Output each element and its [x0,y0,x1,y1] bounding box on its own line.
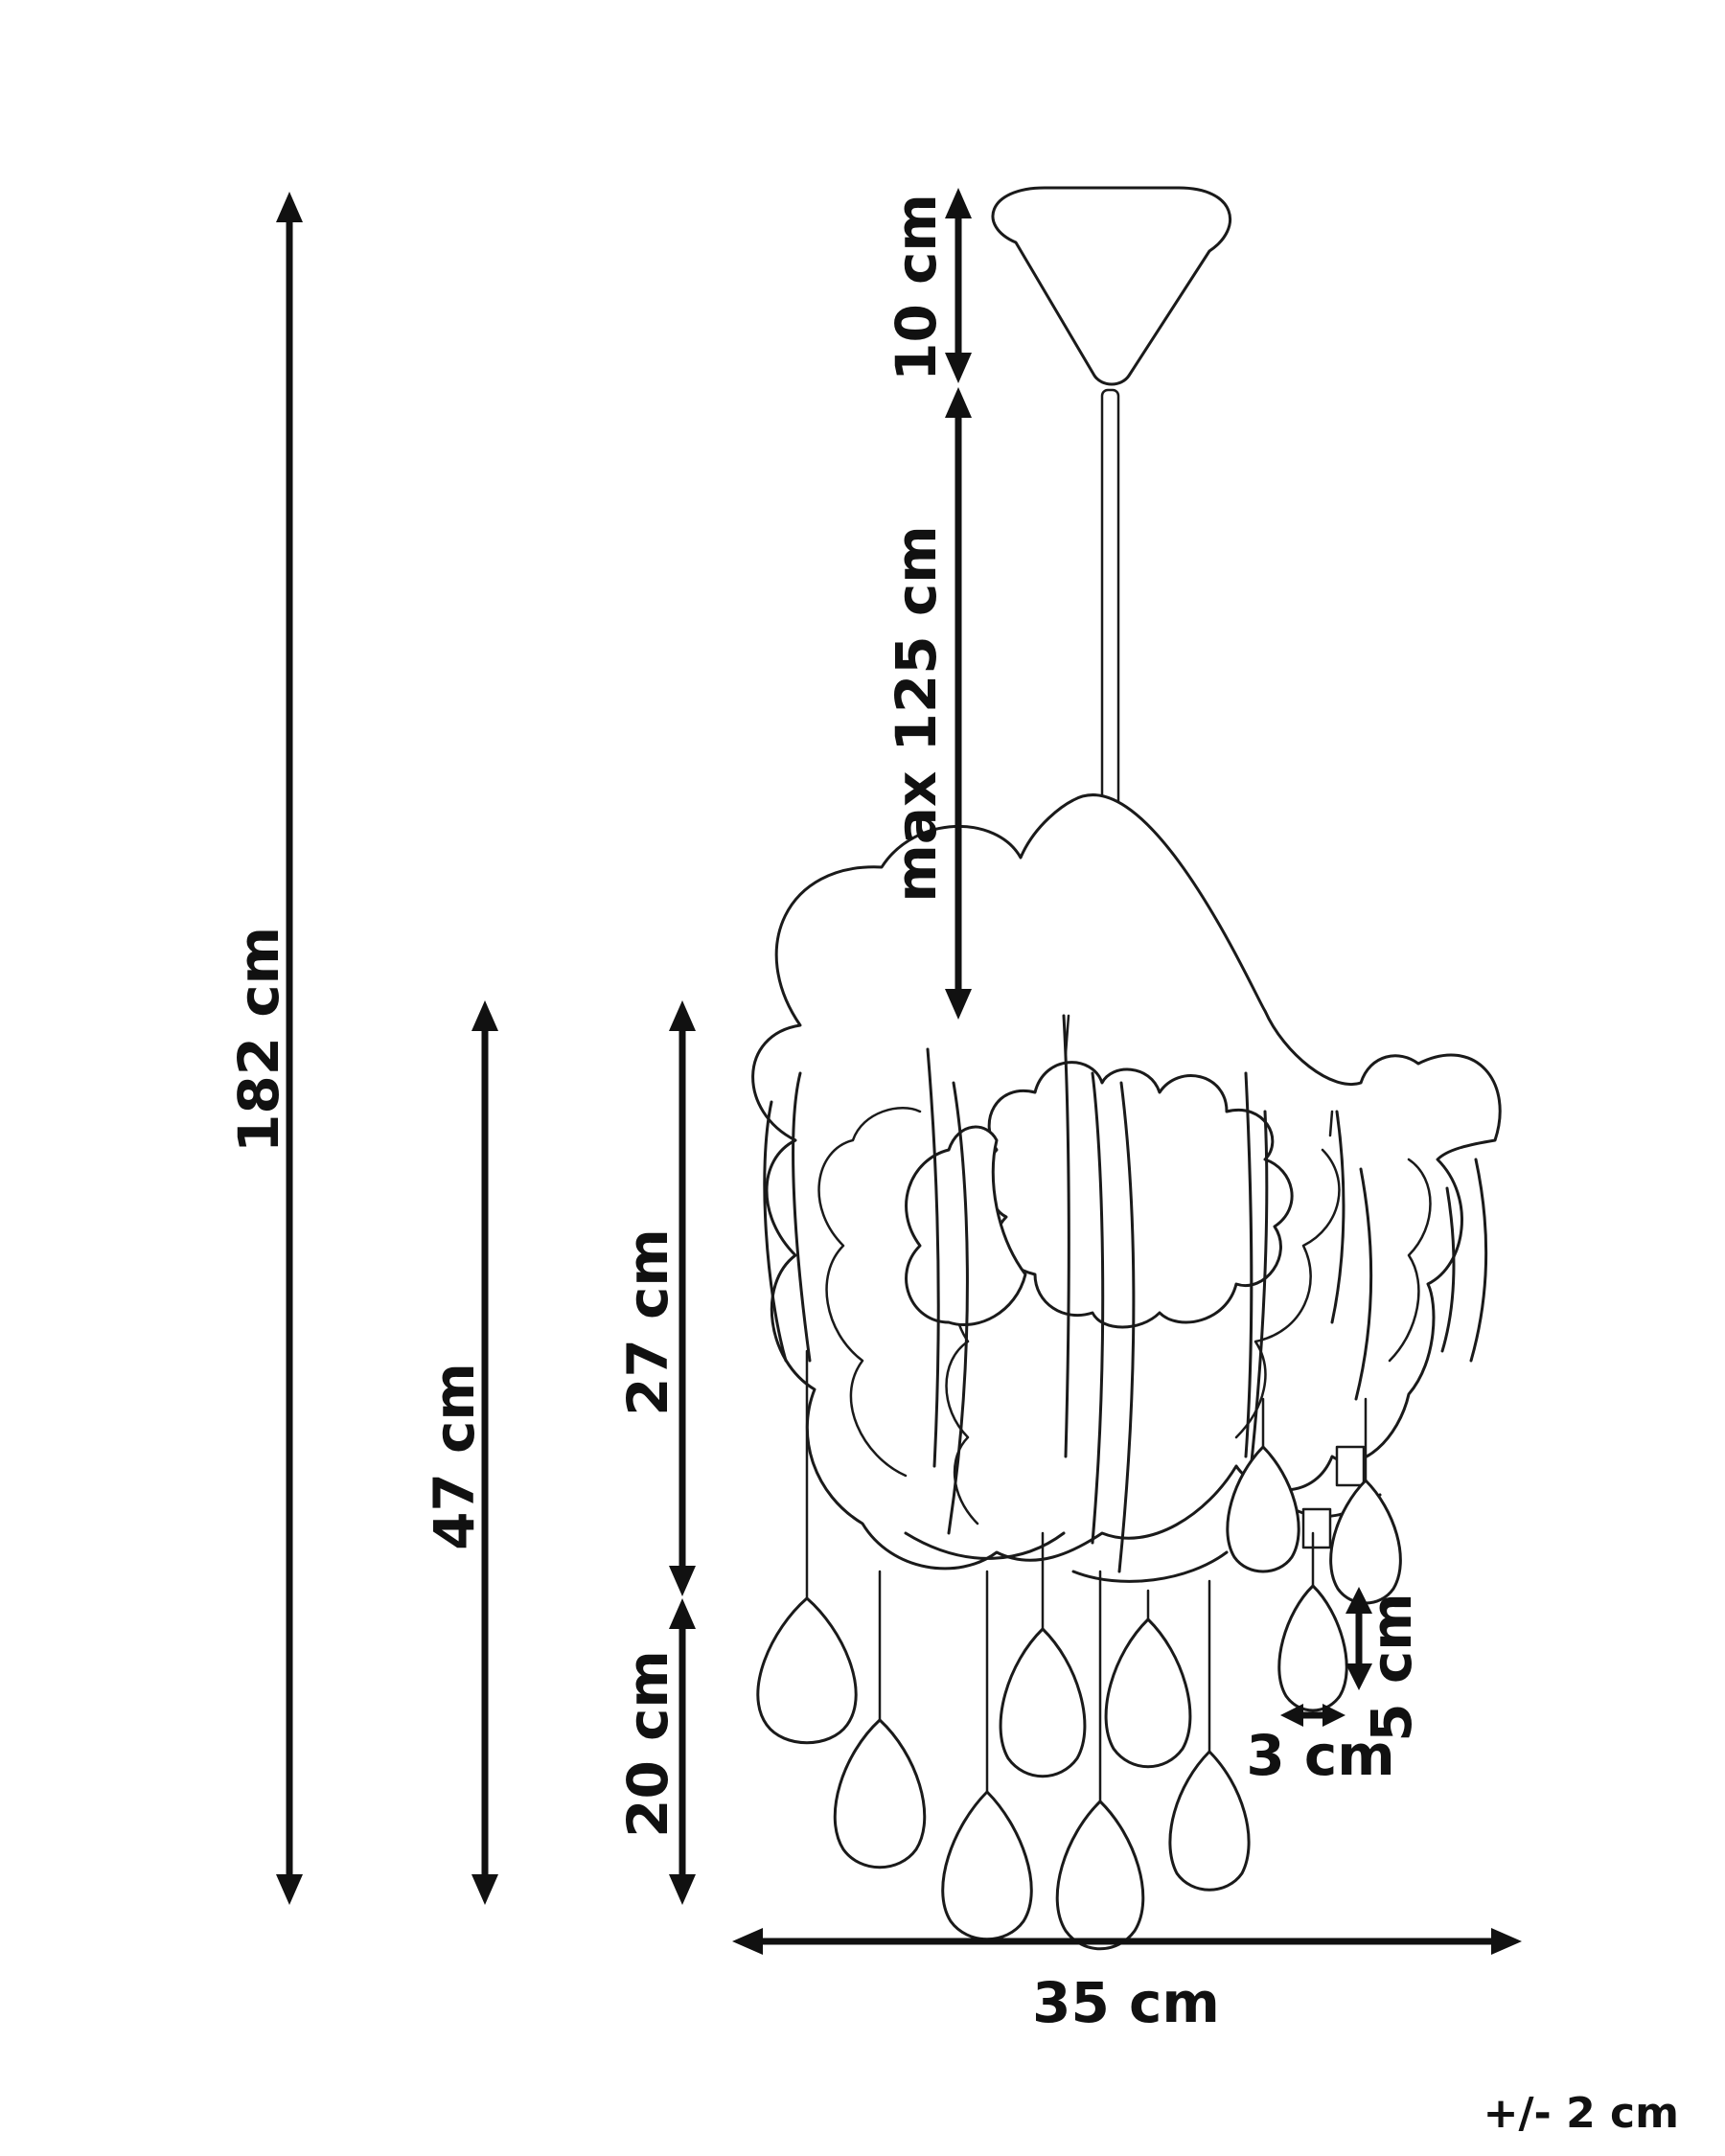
crystal-drop [941,1790,1033,1941]
crystal-drop [1226,1445,1300,1573]
dimension-lamp-height: 47 cm [422,1000,498,1905]
dimension-label-crystal-height: 5 cm [1359,1593,1424,1741]
inner-cloud-panel [984,1061,1294,1329]
dimension-canopy-height: 10 cm [884,188,972,383]
cloud-shade [751,793,1502,1583]
dimension-pendant-drop: 20 cm [615,1598,696,1905]
crystal-drop [1329,1479,1402,1605]
crystal-drop [756,1596,858,1745]
dimension-label-crystal-width: 3 cm [1246,1723,1394,1788]
dimension-label-pendant-drop: 20 cm [615,1650,680,1838]
dimension-label-total-height: 182 cm [226,927,291,1153]
pendant-lamp-illustration [751,186,1502,1951]
dimension-label-shade-height: 27 cm [615,1228,680,1416]
dimension-label-cable-length: max 125 cm [884,525,949,902]
dimension-crystal-height: 5 cm [1346,1587,1424,1742]
crystal-drop [1055,1800,1145,1951]
tolerance-note: +/- 2 cm [1484,2089,1679,2138]
dimension-width: 35 cm [732,1928,1522,2035]
crystal-drops [756,1349,1402,1951]
dimension-crystal-width: 3 cm [1246,1704,1395,1788]
crystal-drop [1104,1617,1192,1769]
crystal-drop [1168,1750,1251,1892]
dimension-shade-height: 27 cm [615,1000,696,1596]
crystal-drop [999,1627,1087,1778]
dimension-total-height: 182 cm [226,192,303,1905]
dimension-label-lamp-height: 47 cm [422,1363,487,1550]
dimension-label-width: 35 cm [1032,1970,1220,2035]
ceiling-canopy [991,186,1232,386]
dimension-label-canopy-height: 10 cm [884,194,949,381]
crystal-drop [833,1718,927,1869]
crystal-drop [1277,1584,1348,1712]
dimension-cable-length: max 125 cm [884,387,972,1020]
